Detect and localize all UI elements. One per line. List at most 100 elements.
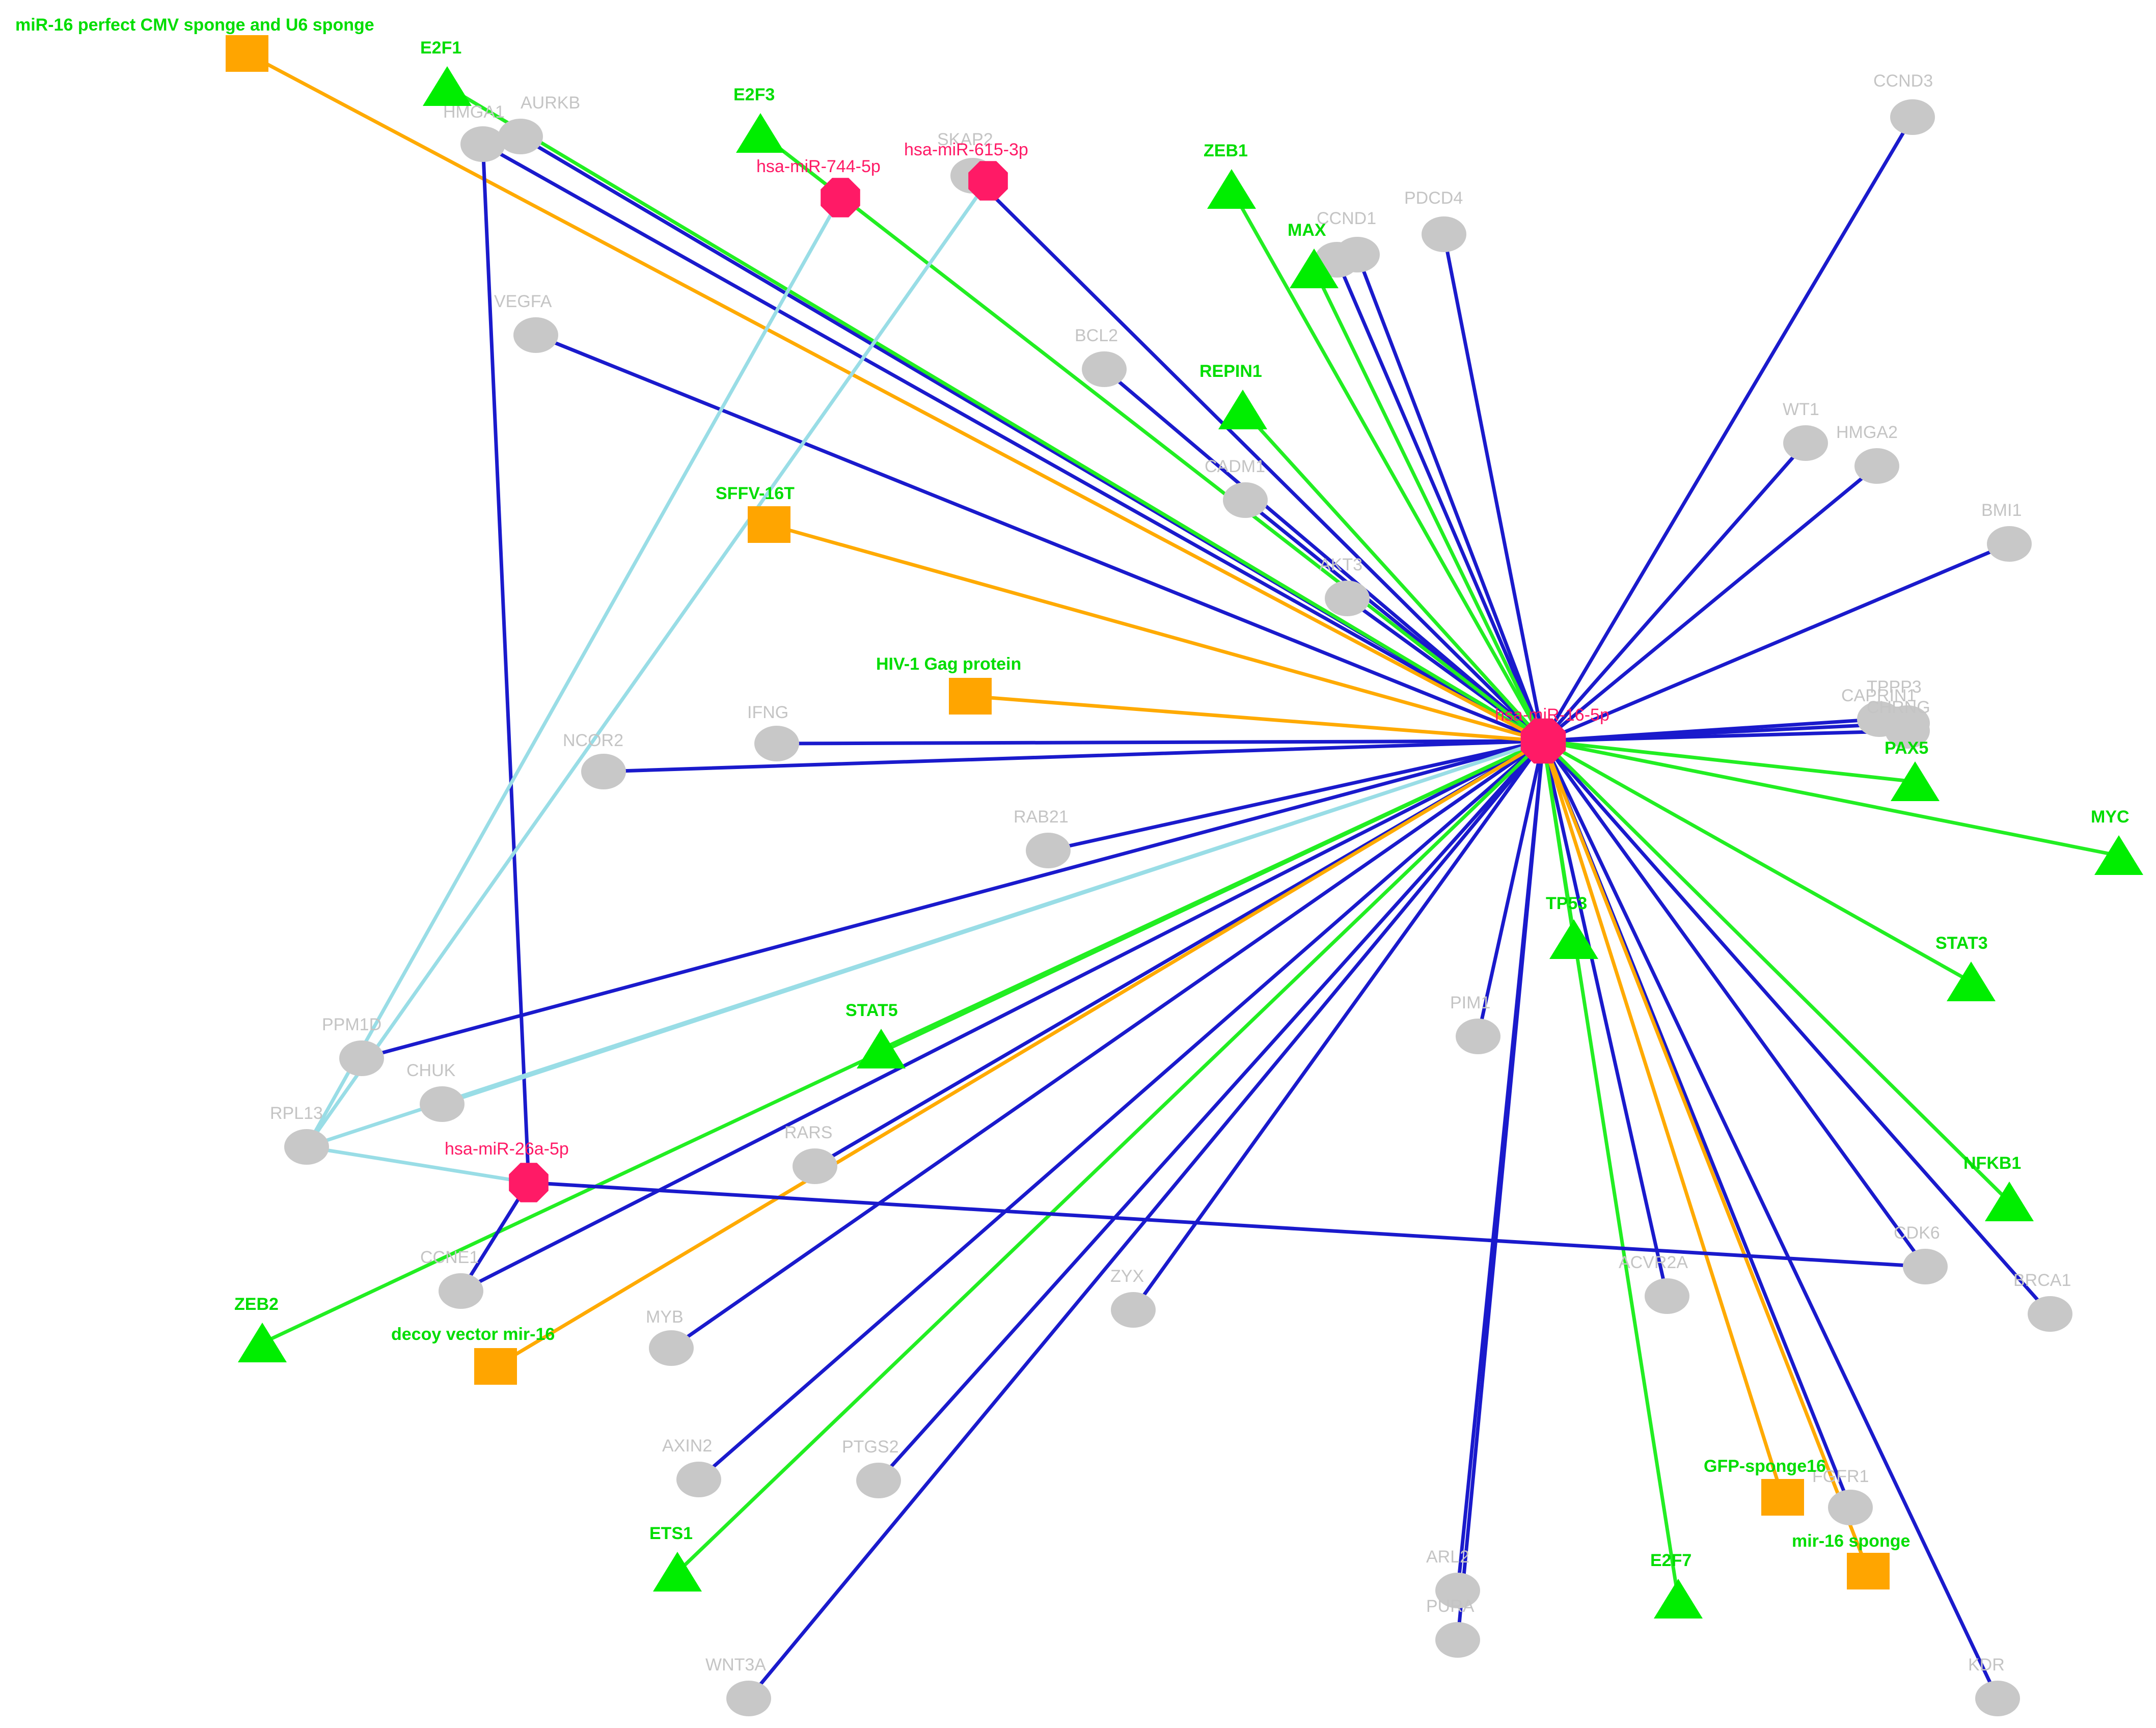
node-m744[interactable]: hsa-miR-744-5p xyxy=(756,157,881,217)
node-label: HMGA2 xyxy=(1836,423,1898,442)
edge-hub-hiv xyxy=(968,694,1545,743)
node-arl2[interactable]: ARL2 xyxy=(1426,1547,1480,1608)
node-wnt3a[interactable]: WNT3A xyxy=(705,1655,771,1716)
node-shape xyxy=(1520,718,1566,764)
node-zeb1[interactable]: ZEB1 xyxy=(1204,141,1256,209)
node-label: CCND1 xyxy=(1317,209,1376,228)
node-bcl2[interactable]: BCL2 xyxy=(1075,326,1127,387)
node-shape xyxy=(439,1273,483,1309)
node-shape xyxy=(857,1029,906,1068)
node-pax5[interactable]: PAX5 xyxy=(1885,738,1940,801)
node-ppm1d[interactable]: PPM1D xyxy=(322,1015,384,1076)
node-label: BRCA1 xyxy=(2013,1271,2071,1290)
node-brca1[interactable]: BRCA1 xyxy=(2013,1271,2072,1332)
node-decoy[interactable]: decoy vector mir-16 xyxy=(391,1325,555,1385)
node-ets1[interactable]: ETS1 xyxy=(649,1524,702,1592)
node-sponge[interactable]: mir-16 sponge xyxy=(1792,1531,1910,1589)
node-shape xyxy=(1218,390,1267,429)
node-shape xyxy=(498,119,543,154)
node-ncor2[interactable]: NCOR2 xyxy=(563,731,626,789)
node-gfp[interactable]: GFP-sponge16 xyxy=(1704,1457,1826,1516)
node-rars[interactable]: RARS xyxy=(784,1123,837,1184)
node-shape xyxy=(856,1463,901,1498)
node-fgfr1[interactable]: FGFR1 xyxy=(1812,1467,1873,1525)
node-kdr[interactable]: KDR xyxy=(1968,1655,2020,1716)
node-shape xyxy=(474,1348,517,1385)
edge-hub-NCOR2 xyxy=(602,739,1545,774)
edge-hub-ZYX xyxy=(1131,739,1545,1312)
edge-hub-PTGS2 xyxy=(877,739,1545,1483)
node-label: ARL2 xyxy=(1426,1547,1469,1567)
node-hiv[interactable]: HIV-1 Gag protein xyxy=(876,654,1021,715)
node-pim1[interactable]: PIM1 xyxy=(1450,993,1500,1054)
node-label: PDCD4 xyxy=(1404,188,1463,208)
edge-hub-sponge xyxy=(1541,739,1870,1573)
node-myb[interactable]: MYB xyxy=(646,1307,694,1366)
node-pura[interactable]: PURA xyxy=(1426,1597,1480,1658)
node-myc[interactable]: MYC xyxy=(2091,807,2143,875)
node-nfkb1[interactable]: NFKB1 xyxy=(1963,1154,2034,1221)
node-vegfa[interactable]: VEGFA xyxy=(494,292,558,353)
node-ccnd3[interactable]: CCND3 xyxy=(1873,71,1935,135)
node-rpl13[interactable]: RPL13 xyxy=(270,1104,329,1165)
node-label: ZEB1 xyxy=(1204,141,1248,160)
node-aurkb[interactable]: AURKB xyxy=(498,93,580,154)
node-repin1[interactable]: REPIN1 xyxy=(1199,362,1267,429)
node-m615[interactable]: hsa-miR-615-3p xyxy=(904,140,1028,201)
node-label: NFKB1 xyxy=(1963,1154,2021,1173)
node-e2f1[interactable]: E2F1 xyxy=(420,38,472,106)
node-shape xyxy=(653,1552,702,1592)
node-akt3[interactable]: AKT3 xyxy=(1319,555,1370,616)
node-shape xyxy=(238,1323,287,1362)
node-max[interactable]: MAX xyxy=(1288,221,1339,288)
node-label: RPL13 xyxy=(270,1104,323,1123)
node-pdcd4[interactable]: PDCD4 xyxy=(1404,188,1466,252)
node-label: E2F7 xyxy=(1650,1551,1691,1570)
node-shape xyxy=(676,1462,721,1497)
node-zyx[interactable]: ZYX xyxy=(1110,1267,1156,1328)
edge-hub-PIM1 xyxy=(1476,739,1545,1038)
node-axin2[interactable]: AXIN2 xyxy=(662,1436,721,1497)
node-sffv[interactable]: SFFV-16T xyxy=(716,484,795,543)
node-hmga2[interactable]: HMGA2 xyxy=(1836,423,1899,484)
node-cmv[interactable]: miR-16 perfect CMV sponge and U6 sponge xyxy=(15,15,374,72)
node-label: AXIN2 xyxy=(662,1436,712,1456)
node-label: hsa-miR-615-3p xyxy=(904,140,1028,159)
node-hub[interactable]: hsa-miR-16-5p xyxy=(1495,705,1609,764)
node-acvr2a[interactable]: ACVR2A xyxy=(1619,1253,1689,1314)
edge-hub-CDK6 xyxy=(1541,739,1927,1269)
node-ptgs2[interactable]: PTGS2 xyxy=(842,1437,901,1498)
node-chuk[interactable]: CHUK xyxy=(406,1061,465,1122)
node-stat3[interactable]: STAT3 xyxy=(1935,934,1996,1001)
node-ccne1[interactable]: CCNE1 xyxy=(420,1248,483,1309)
node-shape xyxy=(1549,919,1598,959)
node-label: FGFR1 xyxy=(1812,1467,1869,1486)
node-m26a[interactable]: hsa-miR-26a-5p xyxy=(445,1139,569,1202)
node-e2f3[interactable]: E2F3 xyxy=(733,85,785,153)
node-ifng[interactable]: IFNG xyxy=(747,703,799,761)
node-chrng[interactable]: CHRNG xyxy=(1867,698,1930,749)
node-shape xyxy=(460,126,505,162)
node-shape xyxy=(1975,1681,2020,1716)
node-stat5[interactable]: STAT5 xyxy=(845,1001,906,1068)
node-label: WNT3A xyxy=(705,1655,766,1675)
node-cdk6[interactable]: CDK6 xyxy=(1894,1223,1948,1284)
node-hmga1[interactable]: HMGA1 xyxy=(443,102,505,162)
node-caprin1[interactable]: CAPRIN1 xyxy=(1841,686,1916,737)
node-bmi1[interactable]: BMI1 xyxy=(1981,501,2032,562)
node-label: ZEB2 xyxy=(234,1295,279,1314)
edge-m744-RPL13 xyxy=(305,196,842,1149)
node-zeb2[interactable]: ZEB2 xyxy=(234,1295,287,1362)
node-label: GFP-sponge16 xyxy=(1704,1457,1826,1476)
node-wt1[interactable]: WT1 xyxy=(1783,400,1828,461)
node-cadm1[interactable]: CADM1 xyxy=(1205,457,1268,518)
node-layer: AURKBHMGA1SKAP2CCND3CCND1PDCD4VEGFABCL2W… xyxy=(15,15,2143,1716)
node-rab21[interactable]: RAB21 xyxy=(1014,807,1071,868)
node-label: ACVR2A xyxy=(1619,1253,1688,1272)
node-e2f7[interactable]: E2F7 xyxy=(1650,1551,1703,1619)
node-label: MYB xyxy=(646,1307,684,1327)
edge-hub-PDCD4 xyxy=(1442,232,1545,743)
node-tp53[interactable]: TP53 xyxy=(1546,894,1598,959)
edge-hub-AXIN2 xyxy=(697,739,1545,1482)
